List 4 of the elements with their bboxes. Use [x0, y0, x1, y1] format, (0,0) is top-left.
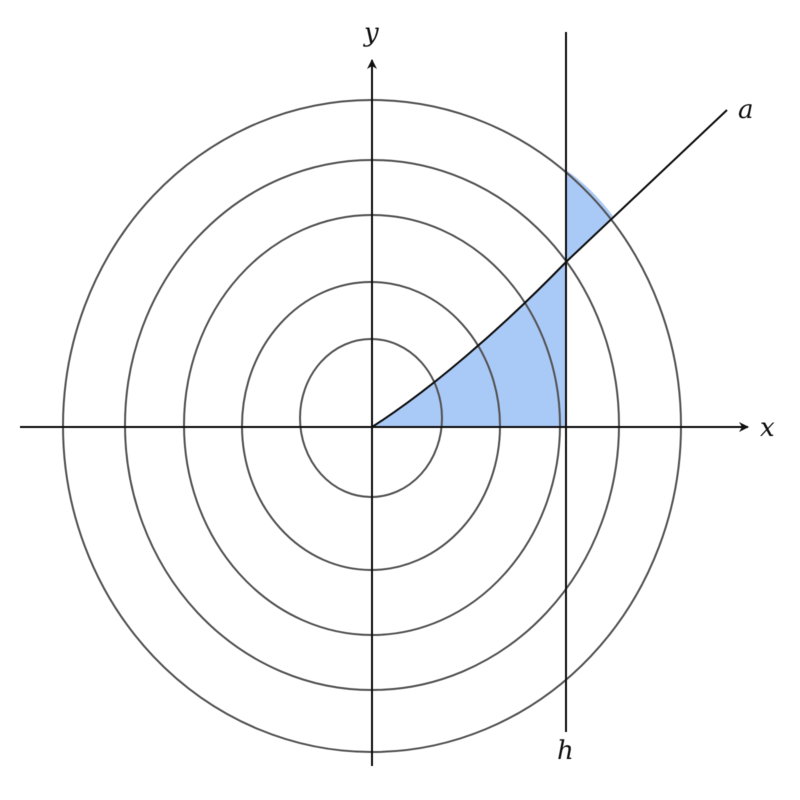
- line-label: h: [557, 738, 574, 764]
- axis-label: y: [364, 20, 379, 46]
- axis-label: x: [760, 415, 775, 441]
- line-label: a: [738, 97, 754, 123]
